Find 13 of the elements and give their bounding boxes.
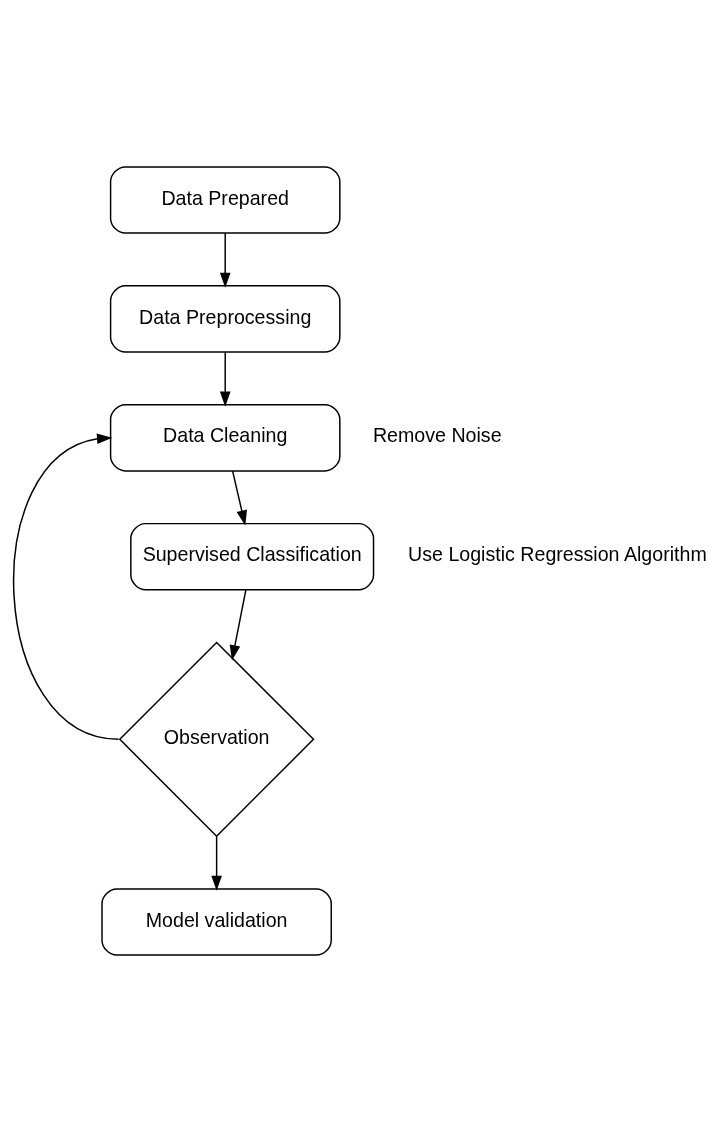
node-box: Data Cleaning bbox=[109, 403, 341, 472]
node-label: Use Logistic Regression Algorithm bbox=[408, 543, 707, 566]
node-box: Data Preprocessing bbox=[109, 285, 341, 353]
node-box: Data Prepared bbox=[109, 166, 341, 234]
arrow bbox=[219, 232, 231, 288]
node-box: Model validation bbox=[101, 888, 332, 956]
arrow bbox=[13, 433, 120, 741]
arrow bbox=[219, 351, 231, 407]
node-label: Remove Noise bbox=[372, 424, 502, 447]
node-box: Supervised Classification bbox=[130, 522, 375, 591]
arrow bbox=[231, 470, 247, 526]
arrow bbox=[211, 835, 222, 891]
arrow bbox=[229, 589, 247, 661]
